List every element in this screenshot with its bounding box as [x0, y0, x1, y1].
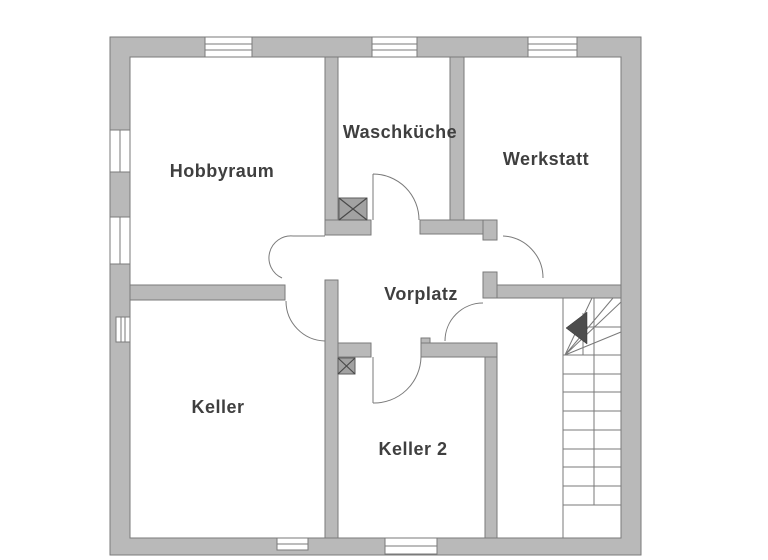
door-icon-keller2	[372, 356, 422, 404]
wall-keller2-north-east	[420, 342, 498, 358]
stair-direction-arrow-icon	[565, 311, 588, 345]
window-icon-top-hobbyraum	[204, 36, 253, 58]
wall-keller-north	[129, 284, 286, 301]
wall-stairhall-west	[484, 342, 498, 539]
window-icon-left-middle	[109, 216, 131, 265]
wall-tab-upper	[482, 219, 498, 241]
interior-walls	[129, 56, 622, 539]
room-labels: Hobbyraum Waschküche Werkstatt Vorplatz …	[170, 122, 589, 459]
window-icon-top-waschkueche	[371, 36, 418, 58]
door-icon-keller	[285, 300, 326, 342]
staircase	[562, 297, 622, 538]
wall-hobbyraum-east	[324, 56, 339, 236]
door-icon-werkstatt	[502, 235, 544, 279]
windows	[109, 36, 578, 555]
wall-werkstatt-south-east	[482, 284, 622, 299]
door-icon-waschkueche	[372, 173, 420, 221]
room-label-waschkueche: Waschküche	[343, 122, 457, 142]
wall-keller2-north-west	[337, 342, 372, 358]
chimney-icon-lower	[337, 357, 356, 375]
door-icon-stairhall	[444, 302, 484, 342]
window-icon-bottom-keller2	[384, 537, 438, 555]
window-icon-left-small	[115, 316, 131, 343]
room-label-vorplatz: Vorplatz	[384, 284, 458, 304]
door-icon-hobbyraum	[268, 235, 325, 279]
chimney-icon-upper	[338, 197, 368, 221]
room-label-keller: Keller	[191, 397, 244, 417]
doors	[268, 173, 544, 404]
window-icon-left-upper	[109, 129, 131, 173]
wall-tab-lower	[482, 271, 498, 299]
window-icon-bottom-keller	[276, 537, 309, 551]
window-icon-top-werkstatt	[527, 36, 578, 58]
room-label-keller2: Keller 2	[378, 439, 447, 459]
wall-waschkueche-south-west	[324, 219, 372, 236]
room-label-hobbyraum: Hobbyraum	[170, 161, 275, 181]
wall-keller-east	[324, 279, 339, 539]
room-label-werkstatt: Werkstatt	[503, 149, 589, 169]
